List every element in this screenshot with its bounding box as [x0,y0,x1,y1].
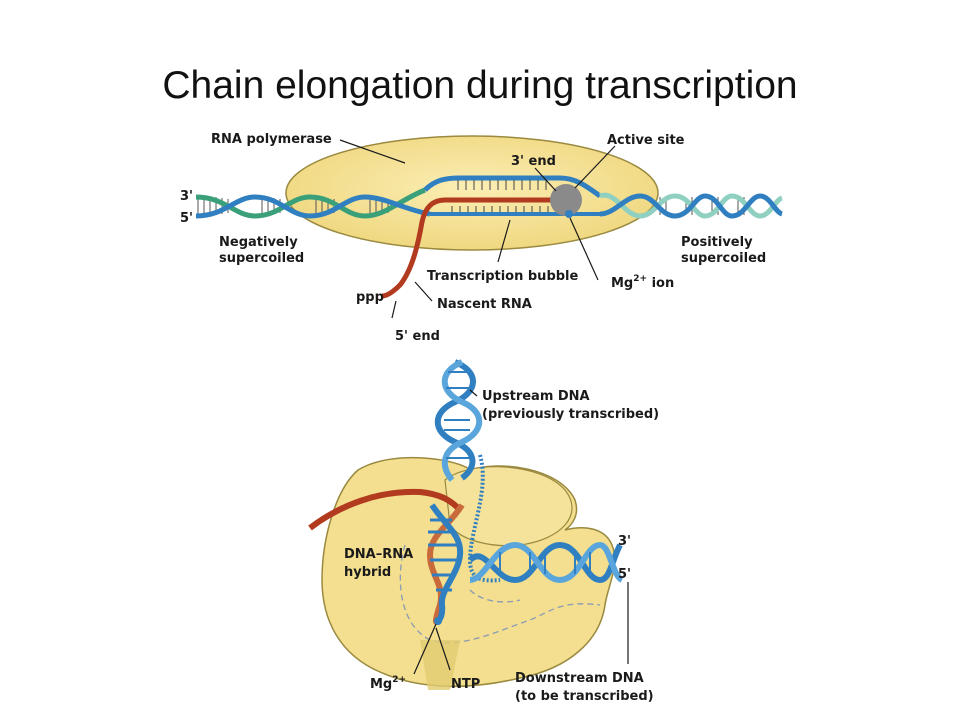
label-active-site: Active site [607,133,685,148]
right-dna-rungs [659,197,745,215]
downstream-dna-strand-b [469,541,624,584]
rna-polymerase-body [285,135,659,251]
label-positively: Positively [681,235,753,250]
label-3-prime-end: 3' end [511,154,556,169]
label-negatively-supercoiled: supercoiled [219,251,304,266]
ntp-channel-shade [420,640,460,690]
label-positively-supercoiled: supercoiled [681,251,766,266]
top-panel [195,135,784,319]
upstream-rungs [444,371,470,459]
label-to-be-transcribed: (to be transcribed) [515,689,654,704]
label-rna-polymerase: RNA polymerase [211,132,332,147]
label-dna-rna: DNA–RNA [344,547,413,562]
label-ppp: ppp [356,290,384,305]
label-negatively: Negatively [219,235,298,250]
label-hybrid: hybrid [344,565,391,580]
mg-ion-dot [565,210,573,218]
right-dna-green-strand [599,192,784,219]
active-site-sphere [550,184,582,216]
nascent-rna [381,197,560,299]
label-transcription-bubble: Transcription bubble [427,269,579,284]
label-left-5-prime: 5' [180,211,193,226]
label-mg: Mg2+ [370,675,406,692]
hybrid-dna-strand [429,503,464,623]
mg-dot [434,617,442,625]
bottom-panel [308,359,629,690]
rna-exit-strand [308,488,461,531]
label-5-prime-end: 5' end [395,329,440,344]
channel-outline [399,544,601,644]
upstream-dna-strand-a [434,359,476,481]
label-downstream-dna: Downstream DNA [515,671,644,686]
template-strand-dotted [467,454,501,583]
label-ntp: NTP [451,677,480,692]
label-previously-transcribed: (previously transcribed) [482,407,659,422]
upstream-dna-strand-b [441,359,483,482]
downstream-dna-strand-a [467,541,623,584]
hybrid-rungs [428,518,458,592]
downstream-rungs [499,552,591,574]
label-nascent-rna: Nascent RNA [437,297,532,312]
left-dna-blue-strand [195,194,431,219]
label-bottom-5-prime: 5' [618,567,631,582]
label-bottom-3-prime: 3' [618,534,631,549]
label-mg-ion: Mg2+ ion [611,274,674,291]
channel-outline-2 [469,589,521,603]
right-dna-blue-strand [599,193,784,219]
label-upstream-dna: Upstream DNA [482,389,590,404]
label-left-3-prime: 3' [180,189,193,204]
page-title: Chain elongation during transcription [162,64,798,107]
polymerase-clamp [444,466,573,547]
bubble-top-strand [423,175,602,199]
left-dna-green-strand [195,187,426,219]
